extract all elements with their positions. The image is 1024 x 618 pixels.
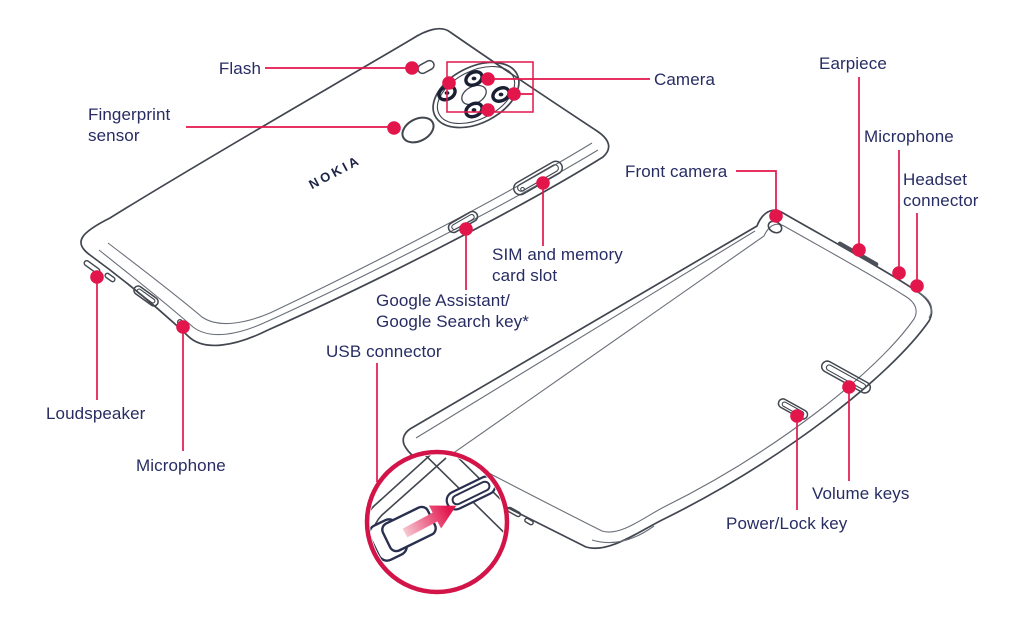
front-camera-dot [769,209,783,223]
volume-keys-pill [820,360,872,394]
label-earpiece: Earpiece [819,54,887,73]
google-key-dot [459,222,473,236]
camera-dot-4 [481,103,495,117]
label-volume-keys: Volume keys [812,484,910,503]
microphone-top-dot [892,266,906,280]
loudspeaker-dot [90,270,104,284]
power-dot [790,409,804,423]
sim-tray [512,160,564,196]
label-headset-connector: Headset connector [903,170,979,210]
magnifier-circle [364,449,510,595]
callout-dots [90,61,924,423]
label-microphone-bottom: Microphone [136,456,226,475]
label-front-camera: Front camera [625,162,728,181]
fingerprint-dot [387,121,401,135]
flash-dot [405,61,419,75]
sim-dot [536,176,550,190]
front-right-corner-band [917,291,933,319]
label-camera: Camera [654,70,716,89]
microphone-bottom-dot [176,320,190,334]
label-power-lock-key: Power/Lock key [726,514,848,533]
label-fingerprint-sensor: Fingerprint sensor [88,105,171,145]
label-google-key: Google Assistant/ Google Search key* [376,290,546,332]
plug-direction-arrow [402,505,457,538]
camera-lens [437,70,511,119]
volume-dot [842,380,856,394]
nokia-logo-back: NOKIA [306,152,363,192]
camera-module [432,61,520,129]
fingerprint-sensor-circle [401,116,435,144]
back-edge-band-inner [107,142,593,325]
label-sim-slot: SIM and memory card slot [492,245,623,285]
camera-dot-3 [507,87,521,101]
flash-led [417,59,435,75]
front-camera-leader [736,170,777,212]
front-screen-inner-line [450,223,917,533]
front-left-edge-band [415,230,756,439]
label-loudspeaker: Loudspeaker [46,404,146,423]
camera-dot-1 [481,72,495,86]
label-flash: Flash [218,59,261,78]
front-bottom-corner-band [591,525,655,544]
label-google-key-line2: Google Search key* [376,312,529,331]
back-edge-band [98,149,599,336]
camera-dot-2 [442,76,456,90]
earpiece-dot [852,243,866,257]
headset-dot [910,279,924,293]
label-google-key-line1: Google Assistant/ [376,291,510,310]
usb-port-back [133,285,159,307]
label-microphone-top: Microphone [864,127,954,146]
usb-magnifier-inset: NOKIA [364,449,510,595]
label-usb-connector: USB connector [326,342,442,361]
callout-lines [96,61,918,510]
